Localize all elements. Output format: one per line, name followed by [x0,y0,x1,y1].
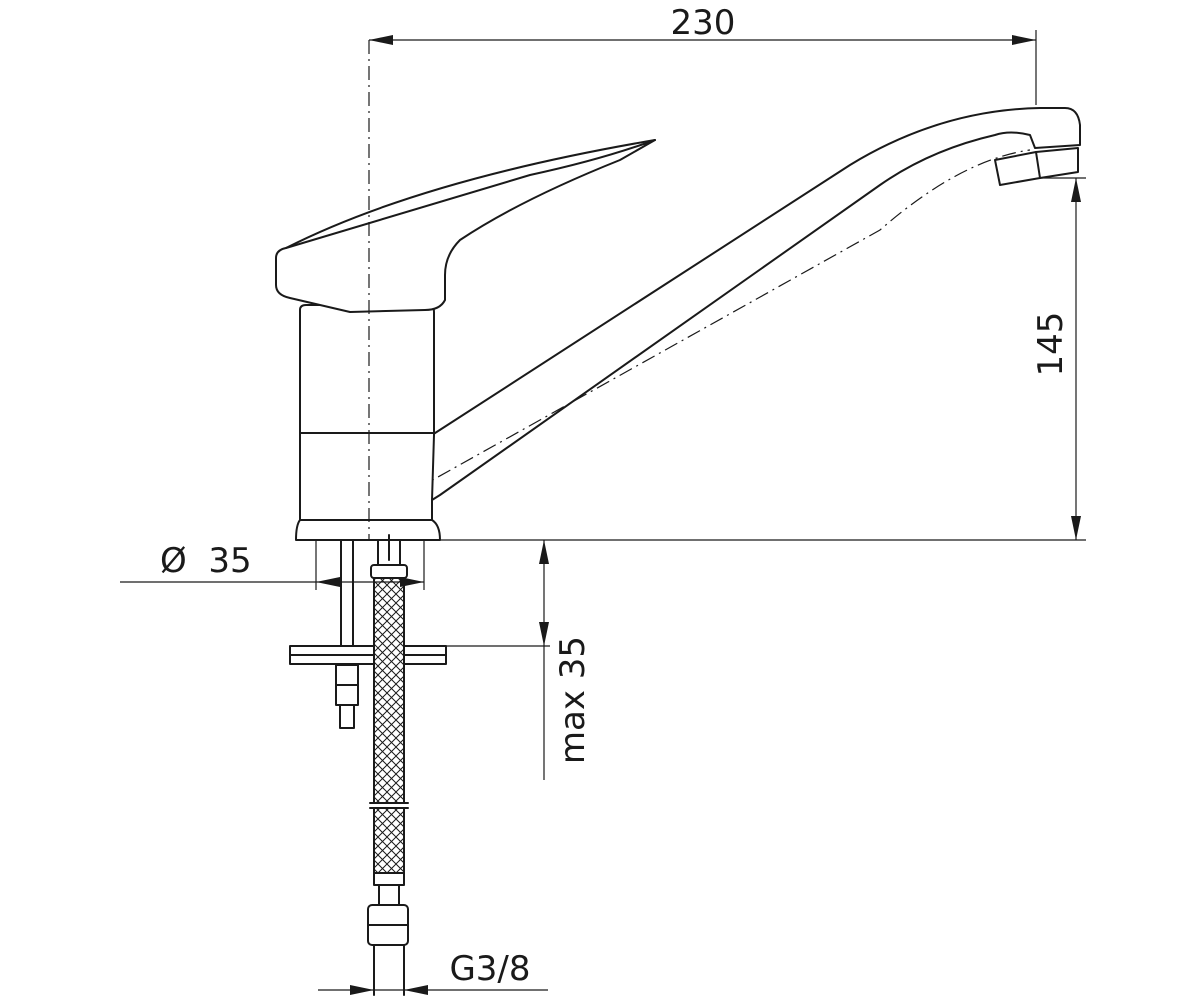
spout [369,107,1081,516]
spout-height-label: 145 [1031,312,1071,377]
mounting-hardware [289,539,447,729]
dimension-spout-height: 145 [440,177,1086,541]
base-diameter-label: Ø 35 [160,541,252,581]
connection-label: G3/8 [449,949,530,989]
dimension-reach: 230 [369,3,1037,105]
faucet-body [295,304,441,541]
reach-label: 230 [671,3,736,43]
lever-handle [275,139,656,313]
aerator [994,151,1041,186]
base-flange [295,519,441,541]
max-thickness-label: max 35 [553,636,593,764]
dimension-connection: G3/8 [318,949,548,995]
supply-hose [367,534,409,996]
dimension-base-diameter: Ø 35 [120,540,425,590]
spout-centerline [369,149,1031,516]
dimension-max-thickness: max 35 [446,540,593,780]
